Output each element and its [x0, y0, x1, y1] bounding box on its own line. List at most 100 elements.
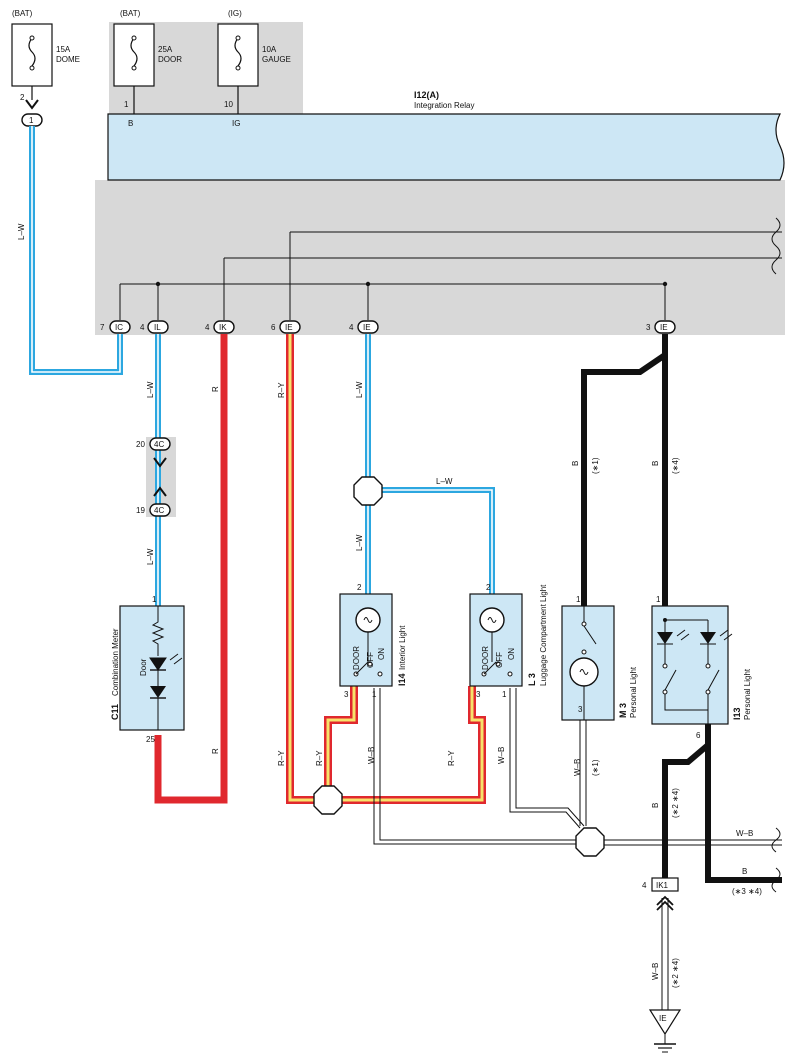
- svg-text:25: 25: [146, 735, 155, 744]
- svg-text:B: B: [571, 461, 580, 466]
- svg-text:Luggage Compartment Light: Luggage Compartment Light: [539, 584, 548, 686]
- svg-text:(∗1): (∗1): [591, 457, 600, 474]
- svg-text:Personal Light: Personal Light: [743, 668, 752, 720]
- fuse-door-rating: 25A: [158, 45, 173, 54]
- svg-text:DOOR: DOOR: [481, 646, 490, 670]
- svg-text:Personal Light: Personal Light: [629, 666, 638, 718]
- fuse-dome: (BAT) 15A DOME 2 1: [11, 9, 80, 127]
- svg-text:3: 3: [578, 705, 583, 714]
- svg-text:IC: IC: [115, 323, 123, 332]
- svg-text:W–B: W–B: [497, 747, 506, 764]
- svg-text:L–W: L–W: [146, 381, 155, 398]
- connector-ik1: IK1 4: [642, 877, 679, 911]
- connector-ie-b: IE 4: [349, 320, 379, 334]
- svg-text:1: 1: [576, 595, 581, 604]
- wire-labels: L–W L–W L–W R R R–Y R–Y R–Y R–Y L–W L–W …: [17, 223, 762, 988]
- svg-text:4C: 4C: [154, 506, 164, 515]
- svg-text:IK1: IK1: [656, 881, 669, 890]
- svg-text:1: 1: [152, 595, 157, 604]
- wire-ry: [286, 334, 486, 804]
- svg-text:L 3: L 3: [527, 673, 537, 686]
- svg-text:Combination Meter: Combination Meter: [111, 628, 120, 696]
- integration-relay: I12(A) Integration Relay B IG: [107, 90, 785, 181]
- interior-light: 2 DOOR OFF ON 3 1 I14 Interior Light: [339, 583, 407, 699]
- b-termination: [771, 867, 781, 893]
- connector-il: IL 4: [140, 320, 169, 334]
- svg-text:3: 3: [646, 323, 651, 332]
- fuse-gauge-rating: 10A: [262, 45, 277, 54]
- relay-internal-lines: [119, 217, 782, 320]
- svg-text:1: 1: [502, 690, 507, 699]
- fuse-gauge-pin: 10: [224, 100, 233, 109]
- svg-text:Door: Door: [139, 658, 148, 676]
- svg-text:(∗2 ∗4): (∗2 ∗4): [671, 958, 680, 988]
- svg-text:IE: IE: [285, 323, 293, 332]
- svg-text:(∗4): (∗4): [671, 457, 680, 474]
- fuse-door-source: (BAT): [120, 9, 141, 18]
- wire-lw-lights: [365, 334, 495, 594]
- svg-text:L–W: L–W: [355, 381, 364, 398]
- fuse-door: (BAT) 25A DOOR 1: [113, 9, 182, 114]
- svg-text:L–W: L–W: [436, 477, 453, 486]
- svg-text:R: R: [211, 386, 220, 392]
- wire-wb: [373, 688, 782, 1010]
- fuse-dome-name: DOME: [56, 55, 80, 64]
- svg-text:W–B: W–B: [736, 829, 753, 838]
- svg-text:4: 4: [140, 323, 145, 332]
- splice-wb: [575, 827, 605, 857]
- svg-text:B: B: [742, 867, 747, 876]
- svg-text:R–Y: R–Y: [277, 750, 286, 766]
- svg-text:L–W: L–W: [355, 534, 364, 551]
- svg-text:R–Y: R–Y: [315, 750, 324, 766]
- personal-light-i13: 1 6 I13 Personal Light: [651, 595, 752, 740]
- svg-text:ON: ON: [507, 648, 516, 660]
- splice-lw: [353, 476, 383, 506]
- svg-text:1: 1: [656, 595, 661, 604]
- relay-code: I12(A): [414, 90, 439, 100]
- svg-text:R–Y: R–Y: [277, 382, 286, 398]
- svg-text:R–Y: R–Y: [447, 750, 456, 766]
- svg-text:B: B: [651, 461, 660, 466]
- svg-text:4C: 4C: [154, 440, 164, 449]
- svg-text:2: 2: [357, 583, 362, 592]
- svg-text:IE: IE: [659, 1014, 667, 1023]
- junction-4c: 4C 20 4C 19: [136, 437, 171, 517]
- relay-name: Integration Relay: [414, 101, 474, 110]
- wire-lw-dome: [29, 126, 123, 375]
- svg-text:IK: IK: [219, 323, 227, 332]
- fuse-gauge: (IG) 10A GAUGE 10: [217, 9, 291, 114]
- svg-text:3: 3: [344, 690, 349, 699]
- fuse-door-pin: 1: [124, 100, 129, 109]
- svg-text:6: 6: [696, 731, 701, 740]
- luggage-light: 2 DOOR OFF ON 3 1 L 3 Luggage Compartmen…: [469, 583, 548, 699]
- svg-text:(∗1): (∗1): [591, 759, 600, 776]
- svg-text:L–W: L–W: [17, 223, 26, 240]
- svg-text:B: B: [651, 803, 660, 808]
- wire-b: [581, 334, 782, 883]
- svg-text:I14: I14: [397, 673, 407, 686]
- fuse-dome-source: (BAT): [12, 9, 33, 18]
- svg-text:W–B: W–B: [367, 747, 376, 764]
- svg-text:W–B: W–B: [651, 963, 660, 980]
- svg-text:DOOR: DOOR: [352, 646, 361, 670]
- svg-text:IE: IE: [660, 323, 668, 332]
- svg-text:L–W: L–W: [146, 548, 155, 565]
- svg-text:4: 4: [349, 323, 354, 332]
- svg-text:M 3: M 3: [618, 703, 628, 718]
- connector-1-label: 1: [29, 116, 34, 125]
- svg-text:20: 20: [136, 440, 145, 449]
- svg-text:2: 2: [486, 583, 491, 592]
- splice-ry: [313, 785, 343, 815]
- combination-meter: 1 25 Door C11 Combination Meter: [110, 595, 185, 744]
- svg-text:Interior Light: Interior Light: [398, 625, 407, 670]
- fuse-gauge-name: GAUGE: [262, 55, 291, 64]
- fuse-gauge-source: (IG): [228, 9, 242, 18]
- svg-text:W–B: W–B: [573, 759, 582, 776]
- wire-r: [154, 334, 228, 804]
- connector-ik: IK 4: [205, 320, 235, 334]
- svg-text:4: 4: [642, 881, 647, 890]
- svg-text:(∗3 ∗4): (∗3 ∗4): [732, 887, 762, 896]
- fuse-door-name: DOOR: [158, 55, 182, 64]
- svg-text:(∗2 ∗4): (∗2 ∗4): [671, 788, 680, 818]
